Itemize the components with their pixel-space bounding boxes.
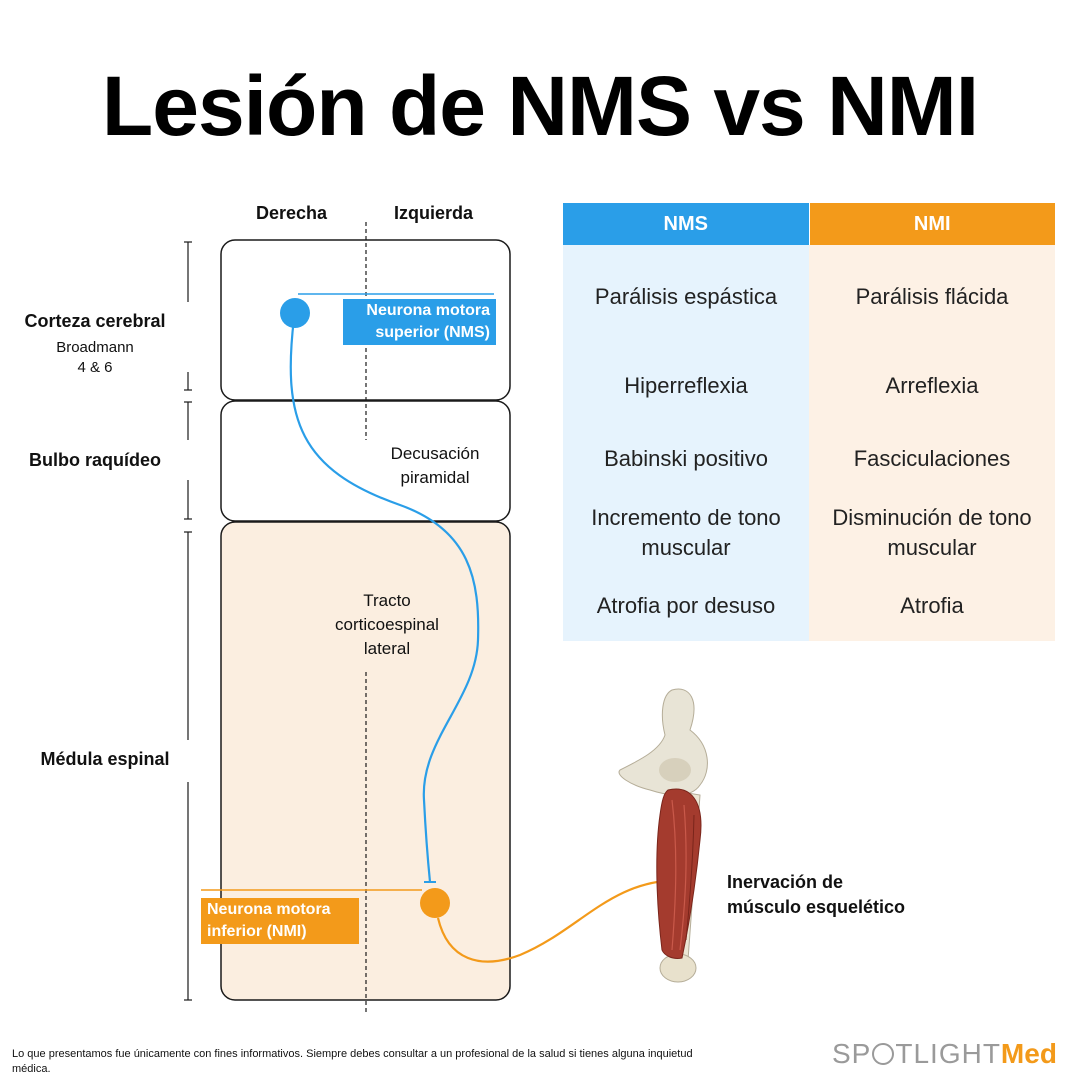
upper-neuron-label-1: Neurona motora — [366, 302, 490, 319]
table-cell-nms: Atrofia por desuso — [563, 571, 809, 641]
comparison-table: NMS NMI Parálisis espástica Parálisis fl… — [563, 203, 1055, 641]
page-title: Lesión de NMS vs NMI — [101, 59, 979, 153]
innervation-label-1: Inervación de — [727, 872, 844, 892]
innervation-label: Inervación de músculo esquelético — [727, 870, 905, 920]
femur-muscle-illustration-icon — [618, 688, 708, 983]
spinal-cord-bracket — [184, 531, 192, 1001]
region-label-cortex: Corteza cerebral — [24, 311, 166, 331]
table-cell-nms: Incremento de tono muscular — [563, 495, 809, 571]
table-cell-nmi: Disminución de tono muscular — [809, 495, 1055, 571]
table-row: Incremento de tono muscular Disminución … — [563, 495, 1055, 571]
region-label-spinal: Médula espinal — [40, 749, 170, 769]
logo-o-icon — [872, 1043, 895, 1065]
region-label-medulla: Bulbo raquídeo — [29, 450, 161, 470]
table-header-nmi: NMI — [809, 203, 1055, 245]
lower-neuron-label-1: Neurona motora — [207, 901, 331, 918]
corticospinal-tract-path — [289, 317, 480, 883]
tract-label-1: Tracto — [363, 591, 411, 610]
table-cell-nmi: Fasciculaciones — [809, 423, 1055, 495]
lower-motor-neuron-tag: Neurona motora inferior (NMI) — [201, 898, 359, 944]
lower-neuron-label-2: inferior (NMI) — [207, 923, 307, 940]
table-header-nms: NMS — [563, 203, 810, 245]
table-cell-nmi: Arreflexia — [809, 349, 1055, 423]
table-cell-nmi: Atrofia — [809, 571, 1055, 641]
decussation-label-1: Decusación — [390, 444, 480, 463]
peripheral-axon-path — [436, 878, 681, 963]
disclaimer-text: Lo que presentamos fue únicamente con fi… — [12, 1048, 693, 1075]
column-header-right: Derecha — [256, 203, 328, 223]
column-header-left: Izquierda — [394, 203, 474, 223]
tract-label-3: lateral — [363, 639, 411, 658]
table-cell-nms: Parálisis espástica — [563, 245, 809, 349]
spinal-cord-fill — [221, 522, 510, 1000]
upper-neuron-label-2: superior (NMS) — [375, 324, 490, 341]
cortex-bracket — [184, 241, 192, 391]
tract-label-2: corticoespinal — [335, 615, 439, 634]
spinal-cord-box — [220, 521, 511, 1001]
region-sub-cortex-1: Broadmann — [56, 339, 134, 356]
medulla-bracket — [184, 401, 192, 520]
decussation-label-2: piramidal — [400, 468, 470, 487]
upper-neuron-soma — [280, 298, 310, 328]
table-row: Hiperreflexia Arreflexia — [563, 349, 1055, 423]
table-cell-nmi: Parálisis flácida — [809, 245, 1055, 349]
table-cell-nms: Hiperreflexia — [563, 349, 809, 423]
lower-neuron-soma — [420, 888, 450, 918]
table-row: Babinski positivo Fasciculaciones — [563, 423, 1055, 495]
region-sub-cortex-2: 4 & 6 — [77, 359, 113, 376]
upper-motor-neuron-tag: Neurona motora superior (NMS) — [343, 299, 496, 345]
table-row: Parálisis espástica Parálisis flácida — [563, 245, 1055, 349]
table-cell-nms: Babinski positivo — [563, 423, 809, 495]
innervation-label-2: músculo esquelético — [727, 897, 906, 917]
table-row: Atrofia por desuso Atrofia — [563, 571, 1055, 641]
